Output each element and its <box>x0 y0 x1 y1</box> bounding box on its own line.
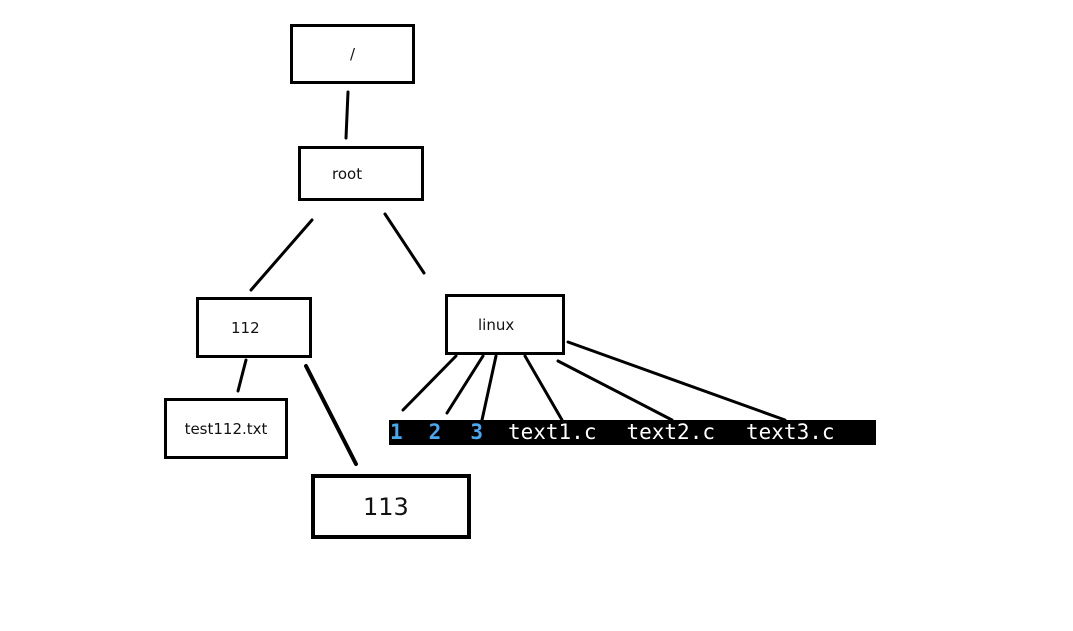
edge-linux-2 <box>445 354 485 415</box>
tree-node-label: 112 <box>231 318 260 337</box>
tree-node-label: test112.txt <box>184 419 268 438</box>
edge-linux-1 <box>401 354 458 412</box>
edge-112-test112 <box>236 358 248 393</box>
tree-node-root-directory: / <box>290 24 415 84</box>
terminal-dir-entry: 1 <box>390 420 403 444</box>
edge-linux-3 <box>480 354 498 422</box>
edge-linux-text2 <box>556 359 674 422</box>
terminal-dir-entry: 2 <box>428 420 442 444</box>
terminal-file-entry: text3.c <box>746 420 835 444</box>
tree-node-label: / <box>349 45 356 63</box>
tree-node-test112-file: test112.txt <box>164 398 288 459</box>
terminal-dir-entry: 3 <box>470 420 483 444</box>
edge-root-112 <box>249 218 314 292</box>
tree-node-root-home: root <box>298 146 424 201</box>
tree-node-label: root <box>332 164 363 183</box>
tree-node-label: 113 <box>363 492 409 521</box>
tree-node-112: 112 <box>196 297 312 358</box>
terminal-ls-output: 1 2 3 text1.c text2.c text3.c <box>389 420 876 445</box>
edge-linux-text3 <box>566 340 787 422</box>
tree-node-label: linux <box>478 315 515 334</box>
tree-node-linux: linux <box>445 294 565 355</box>
tree-node-113: 113 <box>311 474 471 539</box>
edge-112-113 <box>304 364 358 466</box>
terminal-file-entry: text2.c <box>626 420 715 444</box>
edge-root-linux <box>383 212 426 275</box>
edge-linux-text1 <box>523 354 564 422</box>
edge-slash-root <box>344 90 350 140</box>
terminal-file-entry: text1.c <box>507 420 597 444</box>
